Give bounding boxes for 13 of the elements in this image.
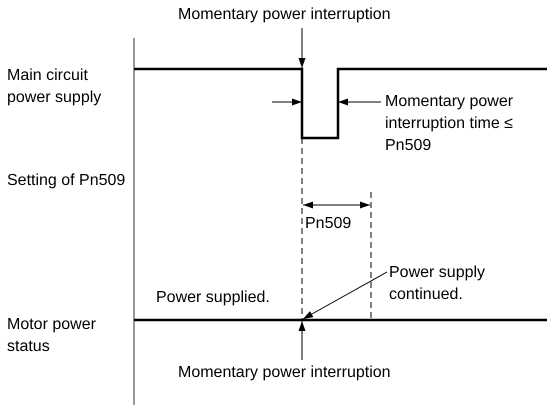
leader-arrow bbox=[298, 28, 306, 68]
annotation-text: Momentary power interruption bbox=[178, 362, 391, 384]
annotation-text: Power supply continued. bbox=[389, 262, 519, 306]
leader-arrow bbox=[338, 98, 382, 106]
dimension-label: Pn509 bbox=[305, 214, 352, 234]
signal-name: Setting of Pn509 bbox=[7, 171, 126, 191]
leader-arrow bbox=[302, 272, 388, 320]
signal-name: Motor power status bbox=[7, 315, 97, 357]
state-label: Power supplied. bbox=[156, 288, 270, 308]
annotation-text: Momentary power interruption time ≤ Pn509 bbox=[385, 91, 545, 157]
signal-name: Main circuit power supply bbox=[7, 66, 102, 108]
annotation-text: Momentary power interruption bbox=[178, 4, 391, 26]
leader-arrow bbox=[298, 320, 306, 360]
